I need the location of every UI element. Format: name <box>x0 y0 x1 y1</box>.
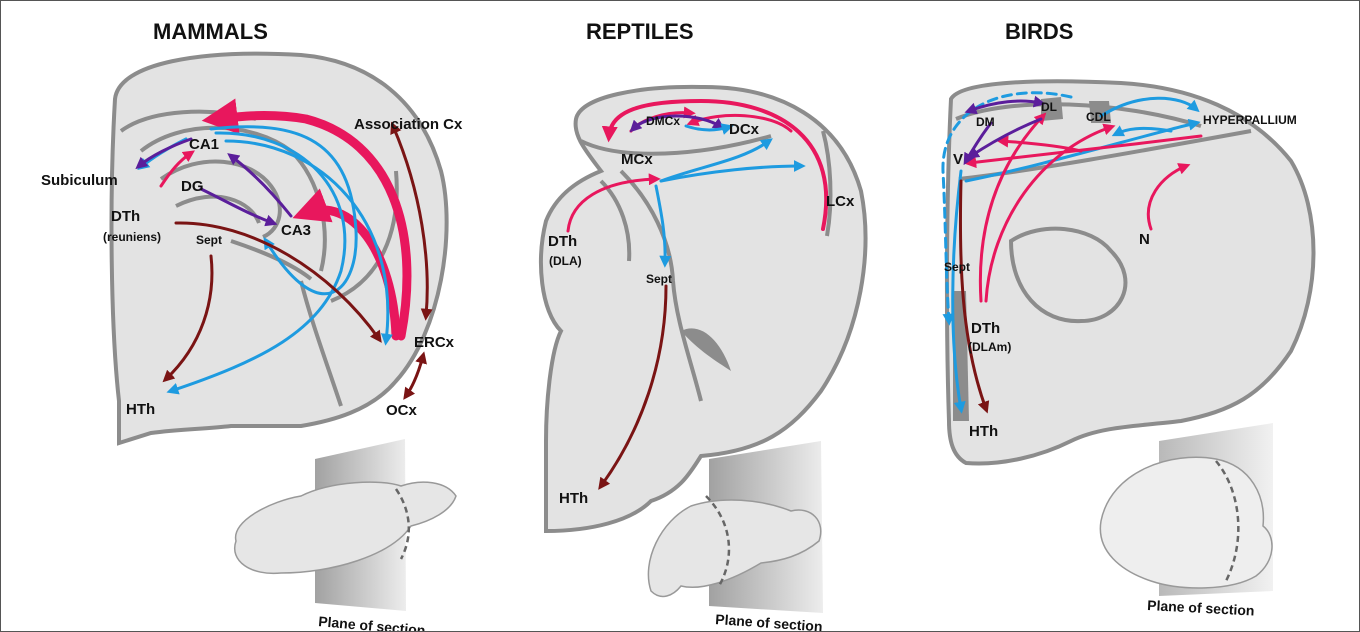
birds-title: BIRDS <box>1005 19 1073 44</box>
label-ca1: CA1 <box>189 136 219 153</box>
label-n: N <box>1139 231 1150 248</box>
mammal-brain-icon <box>235 482 456 573</box>
panel-reptiles: REPTILES DMCx DCx MCx LCx DTh (DLA) Sept… <box>541 19 865 631</box>
reptile-caption: Plane of section <box>715 611 823 631</box>
label-dlam: (DLAm) <box>968 340 1011 354</box>
bird-brain-icon <box>1100 457 1272 588</box>
label-dmcx: DMCx <box>646 114 680 128</box>
label-ocx: OCx <box>386 402 418 419</box>
panel-birds: BIRDS DM DL CDL HYPERPALLIUM V Sept N DT… <box>943 19 1314 619</box>
label-association-cx: Association Cx <box>354 116 463 133</box>
reptiles-title: REPTILES <box>586 19 694 44</box>
mammals-title: MAMMALS <box>153 19 268 44</box>
label-dg: DG <box>181 178 204 195</box>
panel-mammals: MAMMALS Association Cx CA1 Subiculum DG … <box>41 19 463 631</box>
label-sept: Sept <box>196 233 222 247</box>
label-dth: DTh <box>111 208 140 225</box>
bird-inset: Plane of section <box>1100 423 1273 619</box>
label-hth-bird: HTh <box>969 423 998 440</box>
label-sept-bird: Sept <box>944 260 970 274</box>
label-cdl: CDL <box>1086 110 1111 124</box>
label-ca3: CA3 <box>281 222 311 239</box>
mammal-caption: Plane of section <box>318 613 426 631</box>
label-mcx: MCx <box>621 151 653 168</box>
label-dcx: DCx <box>729 121 760 138</box>
label-dla: (DLA) <box>549 254 582 268</box>
label-dth-bird: DTh <box>971 320 1000 337</box>
label-dm: DM <box>976 115 995 129</box>
label-hth: HTh <box>126 401 155 418</box>
label-sept-reptile: Sept <box>646 272 672 286</box>
label-lcx: LCx <box>826 193 855 210</box>
label-dl: DL <box>1041 100 1057 114</box>
bird-caption: Plane of section <box>1147 597 1255 619</box>
label-hth-reptile: HTh <box>559 490 588 507</box>
label-hyperpallium: HYPERPALLIUM <box>1203 113 1297 127</box>
label-subiculum: Subiculum <box>41 172 118 189</box>
label-reuniens: (reuniens) <box>103 230 161 244</box>
label-dth-reptile: DTh <box>548 233 577 250</box>
label-v: V <box>953 151 963 168</box>
label-ercx: ERCx <box>414 334 455 351</box>
mammal-inset: Plane of section <box>235 439 456 631</box>
